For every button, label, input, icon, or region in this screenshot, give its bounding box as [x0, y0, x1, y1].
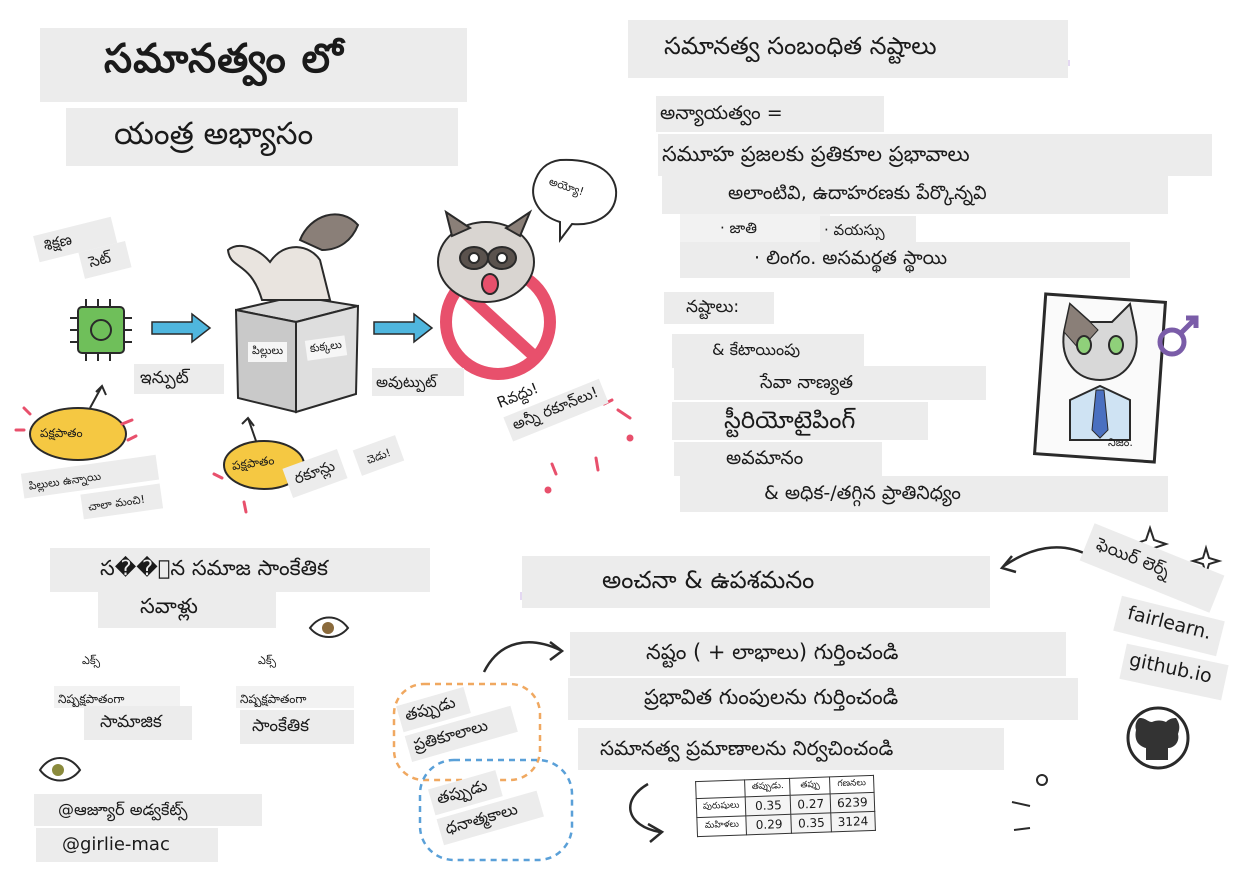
step-strip-1: నష్టం ( + లాభాలు) గుర్తించండి [570, 632, 1066, 676]
cat-portrait [1032, 292, 1168, 464]
step-strip-2: ప్రభావిత గుంపులను గుర్తించండి [568, 678, 1078, 720]
mitigation-heading-strip: అంచనా & ఉపశమనం [522, 556, 990, 608]
harm-stereotyping: స్టీరియోటైపింగ్ [724, 406, 856, 434]
item-age: · వయస్సు [824, 221, 885, 239]
socio-strip-1: స��ైన సమాజ సాంకేతిక [50, 548, 430, 592]
title-line-1: సమానత్వం లో [104, 36, 344, 82]
github-icon [1126, 706, 1190, 770]
harms-heading-strip: సమానత్వ సంబంధిత నష్టాలు [628, 20, 1068, 78]
harm-strip-3: స్టీరియోటైపింగ్ [672, 402, 928, 440]
def-strip-2: అలాంటివి, ఉదాహరణకు పేర్కొన్నవి [662, 176, 1168, 214]
cat-illustration [226, 213, 360, 301]
harm-strip-2: సేవా నాణ్యత [674, 366, 986, 400]
mitigation-heading: అంచనా & ఉపశమనం [602, 566, 815, 594]
input-label-strip: ఇన్పుట్ [134, 364, 224, 394]
training-set-line-1: శిక్షణ [41, 230, 74, 255]
bias-blob-1 [29, 384, 127, 461]
socio-heading-2: సవాళ్లు [140, 594, 198, 618]
metrics-table: తప్పుడు. తప్పు గణనలు పురుషులు 0.35 0.27 … [695, 775, 876, 837]
input-label: ఇన్పుట్ [140, 368, 189, 388]
arrow-right-icon [151, 312, 434, 344]
title-line-2: యంత్ర అభ్యాసం [114, 116, 314, 152]
social-strip: సామాజిక [84, 706, 192, 740]
harm-strip-1: & కేటాయింపు [672, 334, 864, 368]
output-label: అవుట్పుట్ [376, 373, 437, 391]
title-strip-1: సమానత్వం లో [40, 28, 467, 102]
eye-icon [38, 616, 350, 782]
unfairness-def-2: అలాంటివి, ఉదాహరణకు పేర్కొన్నవి [728, 182, 987, 204]
step-define-metrics: సమానత్వ ప్రమాణాలను నిర్వచించండి [600, 736, 894, 760]
bias-note-3: చెడు! [364, 446, 393, 467]
credit-strip-1: @ఆజ్యూర్ అడ్వకేట్స్ [34, 794, 262, 826]
def-strip-1: సమూహ ప్రజలకు ప్రతికూల ప్రభావాలు [658, 134, 1212, 176]
gender-strip: · లింగం. అసమర్థత స్థాయి [680, 242, 1130, 278]
technical-strip: సాంకేతిక [240, 710, 354, 744]
speech-bubble [532, 158, 618, 243]
sparkle-marks [14, 398, 634, 514]
box-label-cats: పిల్లులు [248, 342, 288, 362]
step-identify-harms: నష్టం ( + లాభాలు) గుర్తించండి [646, 640, 899, 664]
credit-strip-2: @girlie-mac [36, 828, 218, 862]
harms-label-strip: నష్టాలు: [664, 292, 774, 324]
unfairness-label-strip: అన్యాయత్వం = [656, 96, 884, 132]
eq-label-1: ఎక్స్ [82, 654, 101, 667]
harm-denigration: అవమానం [726, 447, 804, 469]
curved-arrow-icon [482, 546, 1091, 843]
output-label-strip: అవుట్పుట్ [372, 368, 464, 396]
harm-allocation: & కేటాయింపు [712, 340, 801, 359]
false-positives-bubble [418, 758, 574, 862]
harm-quality-of-service: సేవా నాణ్యత [760, 372, 854, 393]
portrait-caption: నిజం. [1108, 436, 1133, 449]
socio-heading-1: స��ైన సమాజ సాంకేతిక [100, 556, 328, 580]
step-identify-groups: ప్రభావిత గుంపులను గుర్తించండి [644, 685, 899, 709]
credit-girlie-mac[interactable]: @girlie-mac [62, 834, 170, 855]
harm-strip-5: & అధిక-/తగ్గిన ప్రాతినిధ్యం [680, 476, 1168, 512]
title-strip-2: యంత్ర అభ్యాసం [66, 108, 458, 166]
unfairness-label: అన్యాయత్వం = [660, 102, 783, 124]
step-strip-3: సమానత్వ ప్రమాణాలను నిర్వచించండి [578, 728, 1004, 770]
credit-azure-advocates: @ఆజ్యూర్ అడ్వకేట్స్ [58, 800, 188, 819]
age-strip: · వయస్సు [820, 216, 916, 242]
training-set-line-2: సెట్ [86, 248, 113, 272]
technical-label: సాంకేతిక [252, 716, 310, 736]
item-gender: · లింగం. అసమర్థత స్థాయి [754, 247, 948, 269]
male-symbol-icon [1157, 315, 1199, 357]
item-caste: · జాతి [720, 219, 757, 237]
raccoon-illustration [437, 209, 535, 303]
chip-icon [70, 299, 132, 361]
false-negatives-bubble [392, 682, 542, 782]
neutral-1: నిష్పక్షపాతంగా [58, 692, 125, 706]
caste-strip: · జాతి [680, 214, 830, 244]
box-illustration [234, 294, 360, 414]
harm-representation: & అధిక-/తగ్గిన ప్రాతినిధ్యం [764, 482, 961, 504]
socio-strip-2: సవాళ్లు [98, 588, 276, 628]
circle-marks [1011, 774, 1048, 831]
social-label: సామాజిక [100, 712, 162, 732]
harm-strip-4: అవమానం [674, 442, 882, 476]
eq-label-2: ఎక్స్ [258, 654, 277, 667]
harms-label: నష్టాలు: [686, 297, 740, 317]
neutral-strip-2: నిష్పక్షపాతంగా [236, 686, 354, 708]
unfairness-def-1: సమూహ ప్రజలకు ప్రతికూల ప్రభావాలు [662, 142, 970, 166]
bias-label-1: పక్షపాతం [40, 426, 83, 440]
neutral-2: నిష్పక్షపాతంగా [240, 692, 307, 706]
neutral-strip-1: నిష్పక్షపాతంగా [54, 686, 180, 708]
harms-heading: సమానత్వ సంబంధిత నష్టాలు [664, 32, 937, 60]
